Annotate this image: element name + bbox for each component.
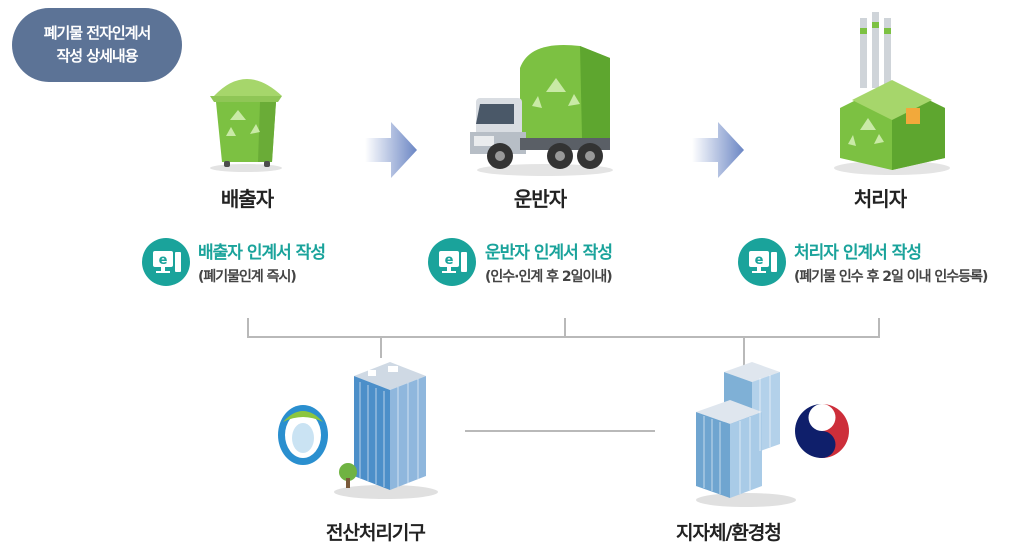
connector-line <box>247 336 880 338</box>
svg-text:e: e <box>755 253 764 268</box>
treatment-plant-icon <box>834 12 950 175</box>
svg-text:e: e <box>159 253 168 268</box>
badge-line-1: 폐기물 전자인계서 <box>43 24 152 42</box>
e-document-icon: e <box>428 238 476 286</box>
title-badge: 폐기물 전자인계서 작성 상세내용 <box>12 8 182 82</box>
connector-line <box>380 336 382 358</box>
connector-line <box>878 318 880 338</box>
doc-title-emitter: 배출자 인계서 작성 <box>198 243 326 263</box>
connector-line <box>564 318 566 338</box>
arrow-right-icon <box>692 122 744 178</box>
doc-title-transporter: 운반자 인계서 작성 <box>485 243 613 263</box>
stage-name-emitter: 배출자 <box>220 187 274 211</box>
waste-bin-icon <box>210 79 282 172</box>
government-building-icon <box>696 362 796 507</box>
doc-sub-emitter: (폐기물인계 즉시) <box>198 269 297 285</box>
connector-line <box>743 336 745 366</box>
label-local-government: 지자체/환경청 <box>676 522 782 544</box>
badge-line-2: 작성 상세내용 <box>56 47 138 65</box>
connector-line <box>465 430 655 432</box>
stage-name-transporter: 운반자 <box>513 187 567 211</box>
government-emblem-icon <box>795 404 849 458</box>
doc-title-processor: 처리자 인계서 작성 <box>794 243 922 263</box>
e-document-icon: e <box>142 238 190 286</box>
office-building-icon <box>334 362 438 499</box>
stage-name-processor: 처리자 <box>853 187 907 211</box>
doc-sub-transporter: (인수·인계 후 2일이내) <box>485 269 613 285</box>
label-central-system: 전산처리기구 <box>326 522 426 544</box>
e-document-icon: e <box>738 238 786 286</box>
agency-logo-icon <box>278 405 328 465</box>
connector-line <box>247 318 249 338</box>
doc-sub-processor: (폐기물 인수 후 2일 이내 인수등록) <box>794 269 988 285</box>
svg-text:e: e <box>445 253 454 268</box>
garbage-truck-icon <box>470 44 613 176</box>
arrow-right-icon <box>365 122 417 178</box>
